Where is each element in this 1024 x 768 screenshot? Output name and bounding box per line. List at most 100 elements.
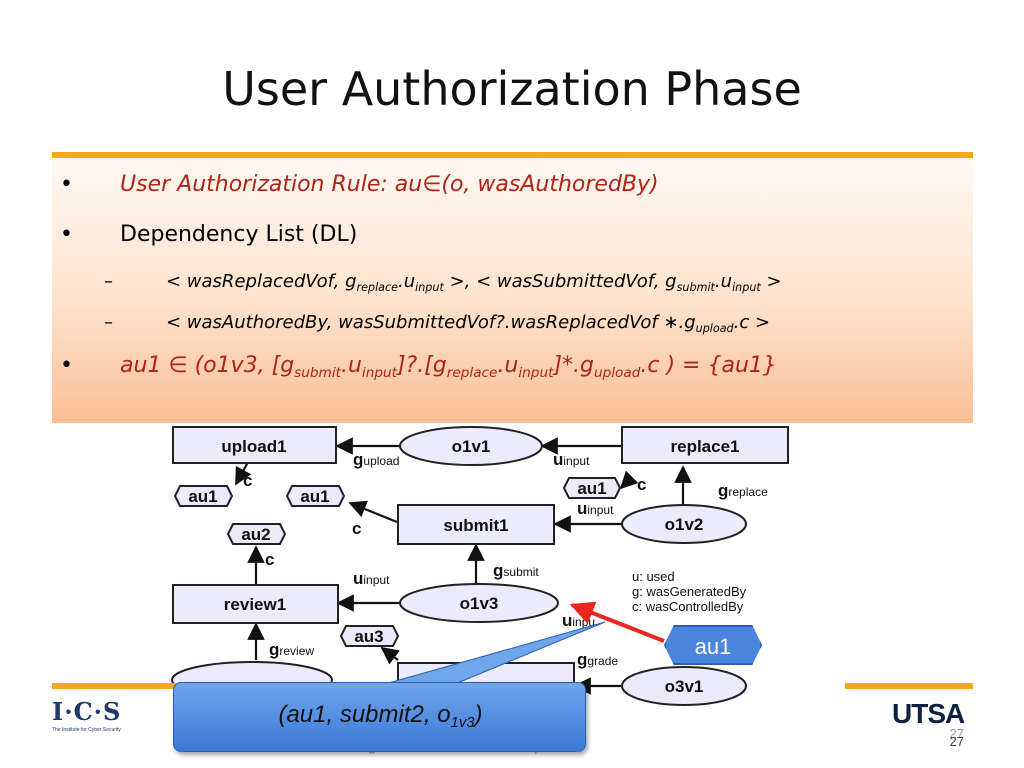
- node-o1v2-label: o1v2: [665, 515, 704, 534]
- bottom-divider-left: [52, 683, 177, 689]
- node-au2-label: au2: [241, 525, 270, 544]
- node-review1: [172, 584, 339, 624]
- dl1-sub-1: replace: [356, 280, 398, 294]
- dl-label: Dependency List (DL): [120, 222, 358, 247]
- query-bullet: • au1 ∈ (o1v3, [gsubmit.uinput]?.[grepla…: [60, 353, 965, 381]
- node-o3v1: [621, 666, 747, 706]
- label-u-input-2: uinput: [577, 499, 614, 518]
- legend-was-controlled-by: c: wasControlledBy: [632, 599, 744, 614]
- node-au1-c-label: au1: [577, 479, 606, 498]
- node-submit1: [397, 504, 555, 545]
- callout-text: (au1, submit2, o1v3): [174, 701, 587, 732]
- rule-prefix: User Authorization Rule: au: [120, 172, 423, 197]
- legend-used: u: used: [632, 569, 675, 584]
- dl2-text-1: < wasAuthoredBy, wasSubmittedVof?.wasRep…: [166, 312, 696, 333]
- dl1-text-5: >: [760, 271, 782, 292]
- legend-was-generated-by: g: wasGeneratedBy: [632, 584, 747, 599]
- node-au2: [226, 523, 287, 545]
- slide-title: User Authorization Phase: [222, 62, 802, 116]
- activity-nodes: upload1 replace1 submit1 review1: [172, 426, 789, 700]
- query-text-2: .u: [340, 353, 362, 378]
- ics-logo-text: I·C·S: [52, 697, 122, 726]
- dl1-text-1: < wasReplacedVof, g: [166, 271, 357, 292]
- dl1-text-4: .u: [714, 271, 733, 292]
- query-text-3: ]?.[g: [396, 353, 447, 378]
- label-u-input-1: uinput: [553, 450, 590, 469]
- dl1-sub-4: input: [732, 280, 761, 294]
- dl2-text-2: .c >: [733, 312, 771, 333]
- node-o3v1-label: o3v1: [665, 677, 704, 696]
- au1-tag: au1: [664, 625, 762, 665]
- edge-replace1-au1: [619, 470, 639, 490]
- node-au3: [339, 625, 400, 647]
- node-replace1: [621, 426, 789, 464]
- content-panel: • User Authorization Rule: au∈(o, wasAut…: [52, 158, 973, 423]
- node-au1-a-label: au1: [188, 487, 217, 506]
- label-g-upload: gupload: [353, 450, 399, 469]
- label-g-review: greview: [269, 640, 314, 659]
- element-of-symbol: ∈: [422, 172, 442, 197]
- dl1-text-3: >, < wasSubmittedVof, g: [443, 271, 677, 292]
- dl-item-2: – < wasAuthoredBy, wasSubmittedVof?.wasR…: [104, 312, 964, 335]
- dl2-sub-1: upload: [695, 321, 734, 335]
- top-divider: [52, 152, 973, 158]
- query-sub-4: input: [518, 364, 554, 381]
- callout-sub: 1v3: [450, 715, 475, 732]
- ics-logo-tagline: The Institute for Cyber Security: [52, 727, 121, 733]
- callout-box: (au1, submit2, o1v3): [173, 682, 586, 752]
- label-c-3: c: [352, 519, 361, 538]
- label-g-replace: greplace: [718, 481, 768, 500]
- node-upload1: [172, 426, 337, 464]
- node-o1v3: [399, 583, 559, 623]
- label-c-1: c: [243, 471, 252, 490]
- label-c-4: c: [265, 550, 274, 569]
- agent-nodes: au1 au1 au1 au2 au3: [173, 477, 622, 647]
- dl-bullet: • Dependency List (DL): [60, 222, 960, 247]
- dl1-sub-2: input: [415, 280, 444, 294]
- node-au1-b: [285, 485, 346, 507]
- query-sub-2: input: [361, 364, 397, 381]
- ics-logo: I·C·S The Institute for Cyber Security: [52, 697, 122, 733]
- rule-suffix: (o, wasAuthoredBy): [441, 172, 659, 197]
- red-pointer-arrow: [569, 601, 665, 643]
- bullet-marker: •: [60, 353, 73, 378]
- node-upload1-label: upload1: [221, 437, 286, 456]
- query-text-5: ]*.g: [553, 353, 594, 378]
- query-sub-5: upload: [593, 364, 641, 381]
- node-au1-b-label: au1: [300, 487, 329, 506]
- node-submit1-label: submit1: [443, 516, 508, 535]
- label-g-grade: ggrade: [577, 650, 618, 669]
- query-text-1: au1 ∈ (o1v3, [g: [120, 353, 295, 378]
- node-au1-c: [562, 477, 622, 499]
- node-o1v1: [399, 426, 543, 466]
- node-review1-label: review1: [224, 595, 286, 614]
- query-sub-1: submit: [294, 364, 341, 381]
- node-o1v3-label: o1v3: [460, 594, 499, 613]
- dl1-text-2: .u: [398, 271, 416, 292]
- query-text-4: .u: [497, 353, 519, 378]
- edge-labels: gupload uinput c c greplace uinput c c g…: [243, 450, 768, 669]
- diagram-legend: u: used g: wasGeneratedBy c: wasControll…: [632, 569, 747, 614]
- dash-marker: –: [104, 271, 113, 292]
- rule-bullet: • User Authorization Rule: au∈(o, wasAut…: [60, 172, 960, 197]
- node-o1v1-label: o1v1: [452, 437, 491, 456]
- node-replace1-label: replace1: [671, 437, 740, 456]
- slide-number: 27: [949, 726, 964, 741]
- bottom-divider-right: [845, 683, 973, 689]
- edge-to-au3: [380, 646, 400, 665]
- query-text-6: .c ) = {au1}: [640, 353, 777, 378]
- node-au1-a: [173, 485, 234, 507]
- dl-item-1: – < wasReplacedVof, greplace.uinput >, <…: [104, 271, 964, 294]
- node-o1v2: [621, 504, 747, 544]
- edge-submit1-au1: [348, 500, 398, 524]
- node-au3-label: au3: [354, 627, 383, 646]
- callout-text-2: ): [474, 701, 483, 728]
- label-g-submit: gsubmit: [493, 561, 539, 580]
- callout-text-1: (au1, submit2, o: [278, 701, 451, 728]
- dash-marker: –: [104, 312, 113, 333]
- bullet-marker: •: [60, 222, 73, 247]
- slide-number-footer: 27: [949, 734, 964, 749]
- edge-upload1-au1: [235, 461, 252, 486]
- label-u-input-3: uinput: [353, 569, 390, 588]
